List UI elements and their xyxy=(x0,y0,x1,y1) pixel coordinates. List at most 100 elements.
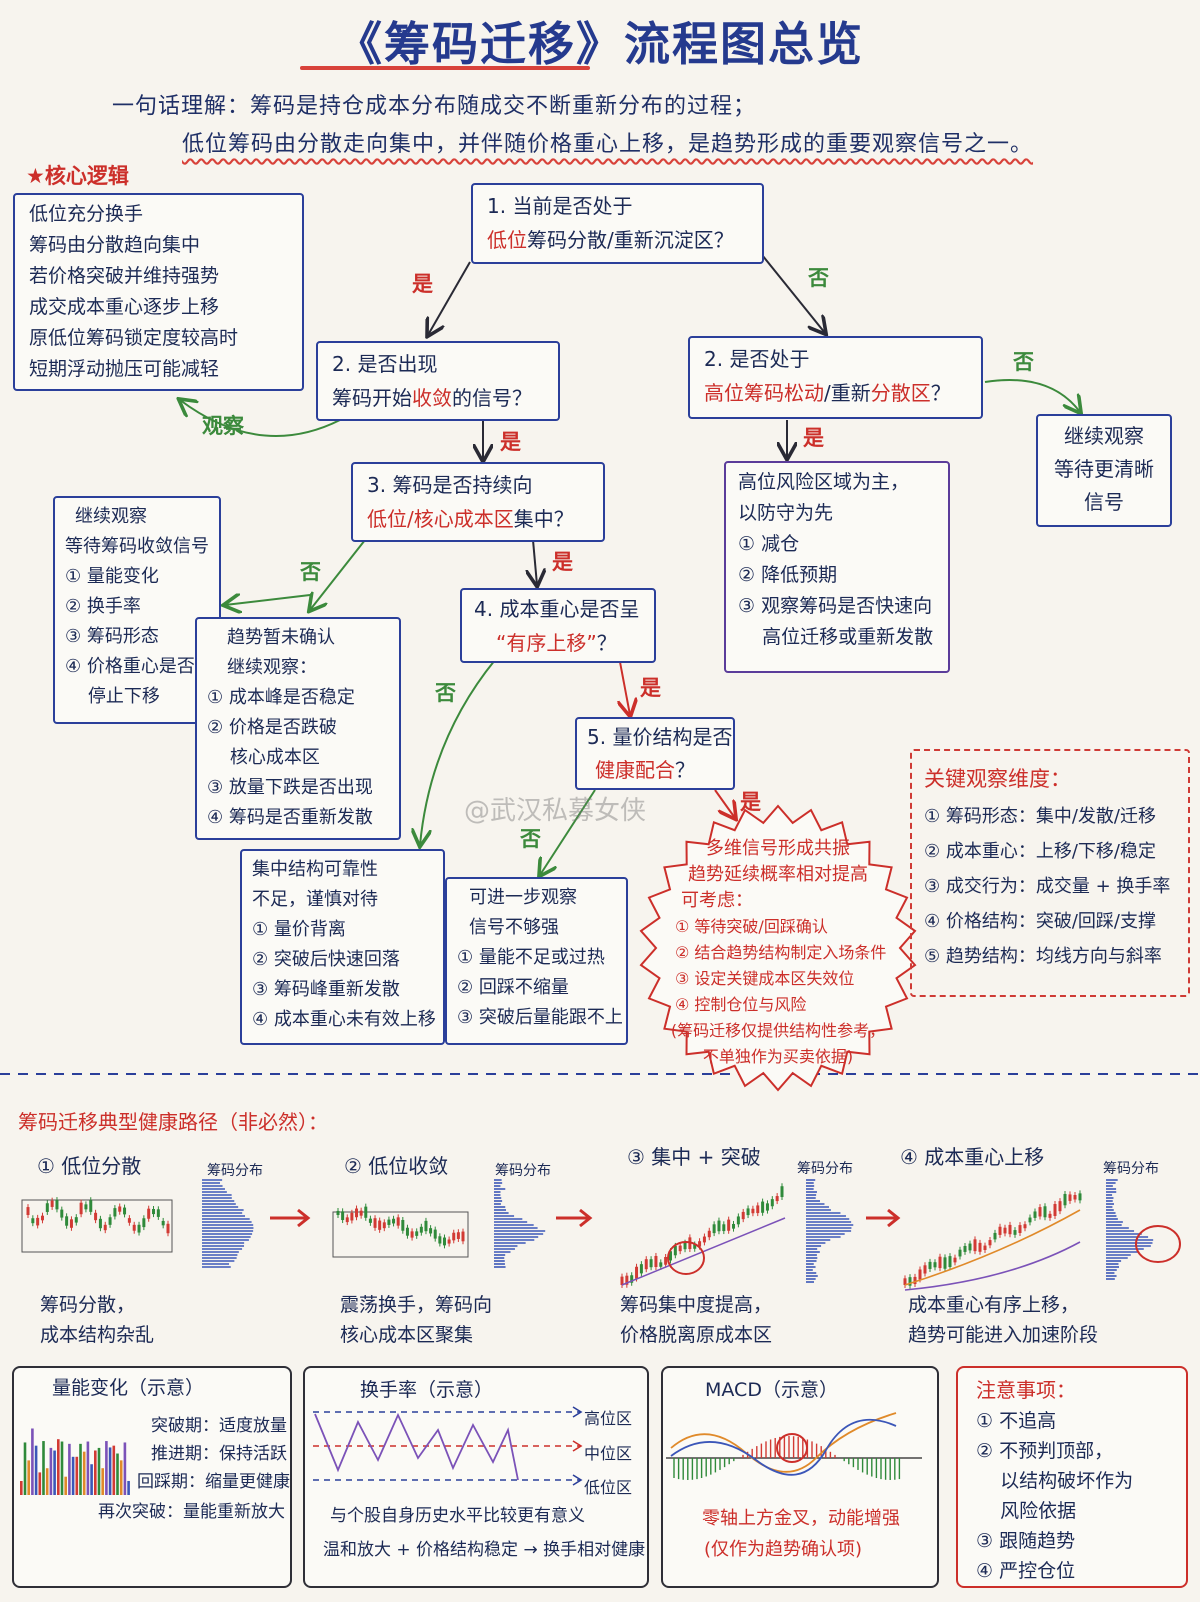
signal-weak-line: 信号不够强 xyxy=(469,917,559,938)
volume-bar xyxy=(112,1445,116,1495)
candle-body xyxy=(770,1199,774,1207)
q2b-line-2b: ？ xyxy=(930,381,951,405)
ma-line xyxy=(904,1209,1081,1286)
stage-caption-line: 价格脱离原成本区 xyxy=(620,1324,773,1346)
no-label: 否 xyxy=(808,266,829,290)
high-risk-line: ③ 观察筹码是否快速向 xyxy=(738,595,933,617)
stage-4-caption: 成本重心有序上移， 趋势可能进入加速阶段 xyxy=(908,1290,1098,1350)
q3-line-2b: 集中？ xyxy=(513,507,574,531)
candle-body xyxy=(55,1200,59,1210)
q5-line-2b: ？ xyxy=(675,758,695,782)
trend-unconfirmed-line: 趋势暂未确认 xyxy=(227,627,335,648)
q1-highlight: 低位 xyxy=(487,228,527,252)
candle-body xyxy=(79,1202,83,1215)
candle-body xyxy=(993,1232,997,1240)
candle-body xyxy=(963,1245,967,1252)
trend-unconfirmed-line: ④ 筹码是否重新发散 xyxy=(207,807,373,828)
trend-unconfirmed-box: 趋势暂未确认 继续观察： ① 成本峰是否稳定 ② 价格是否跌破 核心成本区 ③ … xyxy=(195,617,401,840)
q5-highlight: 健康配合 xyxy=(595,758,675,782)
candle-body xyxy=(341,1211,345,1221)
candle-body xyxy=(649,1259,653,1268)
stage-caption-line: 核心成本区聚集 xyxy=(340,1324,474,1346)
candle-body xyxy=(1053,1204,1057,1216)
candle-body xyxy=(664,1256,668,1265)
turnover-level-high: 高位区 xyxy=(584,1409,633,1428)
stage-caption-line: 成本重心有序上移， xyxy=(908,1294,1080,1316)
volume-bar xyxy=(31,1428,34,1495)
yes-label: 是 xyxy=(412,272,433,296)
high-risk-line: ② 降低预期 xyxy=(738,564,838,586)
candle-body xyxy=(775,1196,779,1202)
candle-body xyxy=(50,1200,54,1207)
candle-body xyxy=(1008,1224,1012,1235)
no-label: 否 xyxy=(435,681,456,705)
volume-bar xyxy=(45,1468,49,1495)
candle-body xyxy=(913,1276,917,1285)
candle-body xyxy=(1018,1225,1022,1233)
candle-body xyxy=(147,1208,151,1219)
signal-weak-line: 可进一步观察 xyxy=(469,887,577,908)
candle-body xyxy=(998,1226,1002,1235)
core-logic-line: 原低位筹码锁定度较高时 xyxy=(29,327,239,349)
yes-label: 是 xyxy=(552,550,573,574)
dist-label: 筹码分布 xyxy=(207,1163,263,1179)
yes-label: 是 xyxy=(640,676,661,700)
candle-body xyxy=(958,1249,962,1257)
high-risk-line: ① 减仓 xyxy=(738,533,800,555)
volume-item: 再次突破：量能重新放大 xyxy=(98,1502,285,1522)
question-1-box: 1. 当前是否处于 低位筹码分散/重新沉淀区？ xyxy=(471,183,764,264)
candle-body xyxy=(938,1256,942,1269)
no-label: 否 xyxy=(520,827,541,851)
stage-2-name: ② 低位收敛 xyxy=(344,1154,449,1178)
core-logic-line: 成交成本重心逐步上移 xyxy=(29,296,220,318)
chart-frame xyxy=(21,1199,173,1253)
path-charts xyxy=(21,1179,1181,1291)
volume-bar xyxy=(20,1481,23,1495)
yes-label: 是 xyxy=(500,430,521,454)
q2a-line-2b: 的信号？ xyxy=(452,386,532,410)
volume-bar xyxy=(68,1443,71,1495)
stage-arrow xyxy=(556,1208,593,1228)
volume-bar xyxy=(90,1464,93,1495)
caution-item: ④ 严控仓位 xyxy=(976,1560,1076,1582)
turnover-level-low: 低位区 xyxy=(584,1478,633,1497)
continue-right-line: 信号 xyxy=(1084,490,1124,514)
candle-body xyxy=(382,1222,386,1229)
volume-bar xyxy=(119,1460,123,1495)
candle-body xyxy=(113,1208,117,1217)
observe-label: 观察 xyxy=(202,414,244,438)
question-2a-box: 2. 是否出现 筹码开始收敛的信号？ xyxy=(316,341,560,421)
question-5-box: 5. 量价结构是否 健康配合？ xyxy=(575,717,735,790)
key-dimension-item: ④ 价格结构：突破/回踩/支撑 xyxy=(924,911,1156,932)
key-dimensions-box: 关键观察维度： ① 筹码形态：集中/发散/迁移 ② 成本重心：上移/下移/稳定 … xyxy=(910,749,1190,997)
candle-body xyxy=(727,1219,731,1231)
candle-body xyxy=(452,1232,456,1241)
q2a-line-2a: 筹码开始 xyxy=(332,386,412,410)
candle-body xyxy=(461,1231,465,1242)
candle-body xyxy=(903,1278,907,1285)
turnover-panel xyxy=(303,1366,649,1588)
candle-body xyxy=(683,1242,687,1250)
candle-body xyxy=(780,1186,784,1198)
q4-line-2b: ？ xyxy=(596,631,617,655)
volume-bar xyxy=(57,1439,60,1495)
volume-bar xyxy=(34,1445,38,1495)
q2b-highlight: 高位筹码松动 xyxy=(704,381,824,405)
candle-body xyxy=(1068,1194,1072,1201)
candle-body xyxy=(355,1208,359,1218)
candle-body xyxy=(368,1218,372,1223)
q2b-line-2a: /重新 xyxy=(824,381,871,405)
q1-line-2: 筹码分散/重新沉淀区？ xyxy=(527,228,734,252)
candle-body xyxy=(401,1219,405,1231)
resonance-line: ③ 设定关键成本区失效位 xyxy=(675,969,855,988)
subtitle-line-2: 低位筹码由分散走向集中，并伴随价格重心上移，是趋势形成的重要观察信号之一。 xyxy=(182,132,1034,157)
candle-body xyxy=(69,1219,73,1228)
signal-weak-line: ② 回踩不缩量 xyxy=(457,977,569,998)
stage-caption-line: 筹码分散， xyxy=(40,1294,136,1316)
volume-bar xyxy=(71,1456,75,1495)
q2b-highlight-2: 分散区 xyxy=(870,381,931,405)
continue-left-line: 等待筹码收敛信号 xyxy=(65,536,209,557)
volume-bar xyxy=(97,1447,101,1495)
concentration-weak-line: ④ 成本重心未有效上移 xyxy=(252,1009,436,1030)
candle-body xyxy=(336,1210,340,1215)
